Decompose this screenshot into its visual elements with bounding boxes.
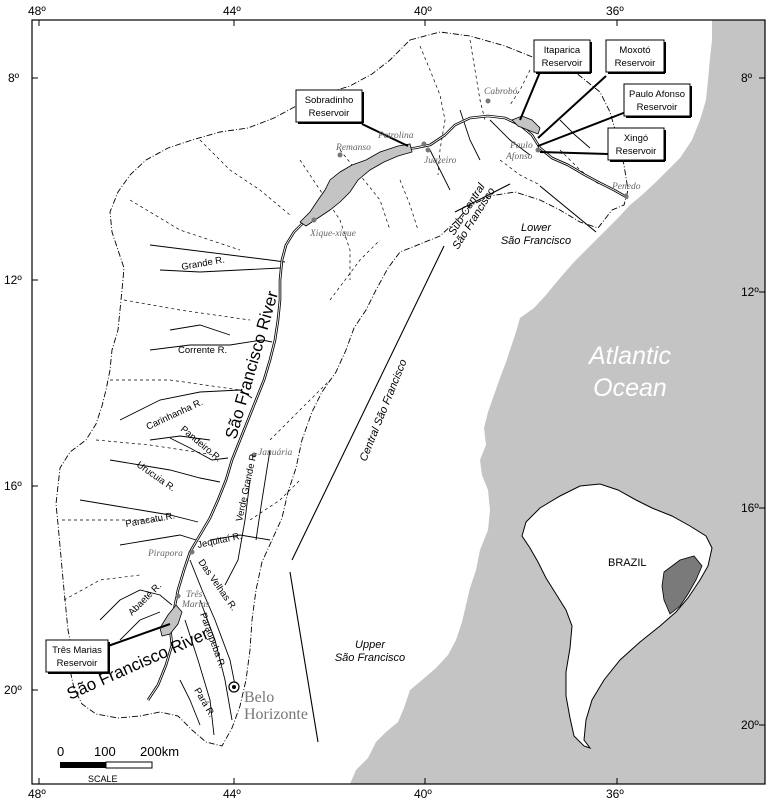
coastal-island [506, 316, 518, 330]
belo-horizonte-marker-dot [232, 685, 236, 689]
inset-continent [521, 483, 713, 749]
tick-left-16: 16º [4, 479, 22, 493]
region-upper-2: São Francisco [335, 652, 405, 664]
moxoto-label-1: Moxotó [619, 45, 650, 56]
tick-top-48: 48º [28, 4, 46, 18]
sobradinho-reservoir-area [299, 143, 413, 227]
city-pirapora: Pirapora [147, 549, 183, 559]
city-paulo-afonso-2: Afonso [505, 151, 533, 162]
city-xique-xique: Xique-xique [309, 229, 356, 239]
moxoto-label-2: Reservoir [615, 58, 656, 69]
moxoto-reservoir-box: Moxotó Reservoir [605, 39, 666, 74]
tick-top-36: 36º [606, 4, 624, 18]
sobradinho-label-1: Sobradinho [305, 95, 354, 106]
tick-right-20: 20º [741, 718, 759, 732]
ocean-label-2: Ocean [593, 374, 667, 402]
basin-boundary [55, 31, 629, 747]
xingo-label-1: Xingó [624, 133, 648, 144]
tick-bottom-44: 44º [223, 787, 241, 801]
city-cabrobo: Cabrobó [484, 87, 518, 97]
tick-left-12: 12º [4, 273, 22, 287]
city-penedo: Penedo [611, 182, 641, 192]
tick-top-44: 44º [223, 4, 241, 18]
sub-basin-boundaries [62, 39, 601, 601]
scale-mark-200: 200km [140, 744, 179, 759]
city-juazeiro: Juazeiro [424, 156, 457, 166]
tick-right-12: 12º [741, 285, 759, 299]
city-petrolina: Petrolina [377, 131, 414, 141]
paulo-afonso-label-1: Paulo Afonso [629, 89, 685, 100]
city-tres-marias-2: Marias [181, 600, 210, 610]
inset-brazil-label: BRAZIL [608, 557, 647, 569]
tick-bottom-36: 36º [606, 787, 624, 801]
region-lower-2: São Francisco [501, 235, 571, 247]
region-dividers [289, 183, 597, 743]
scale-label: SCALE [88, 774, 118, 784]
city-belo-horizonte-1: Belo [244, 689, 274, 706]
region-central: Central São Francisco [358, 358, 410, 463]
city-dots [175, 98, 629, 599]
tributaries [79, 109, 591, 736]
tick-right-8: 8º [741, 71, 753, 85]
city-tres-marias-1: Três [186, 590, 203, 600]
ocean-label-1: Atlantic [587, 342, 671, 370]
tres-marias-label-2: Reservoir [57, 658, 98, 669]
itaparica-reservoir-box: Itaparica Reservoir [533, 39, 592, 74]
scale-mark-0: 0 [57, 744, 64, 759]
paulo-afonso-label-2: Reservoir [637, 102, 678, 113]
tres-marias-reservoir-area [159, 604, 183, 637]
tick-top-40: 40º [414, 4, 432, 18]
tres-marias-reservoir-box: Três Marias Reservoir [45, 639, 110, 674]
xingo-label-2: Reservoir [616, 146, 657, 157]
city-januaria: Januária [258, 448, 293, 458]
itaparica-label-2: Reservoir [542, 58, 583, 69]
frame-ticks [32, 20, 765, 784]
region-lower-1: Lower [521, 222, 552, 234]
scale-bar: 0 100 200km SCALE [57, 744, 179, 784]
city-paulo-afonso-1: Paulo [509, 141, 533, 151]
region-upper-1: Upper [355, 639, 386, 651]
city-remanso: Remanso [335, 143, 371, 153]
scale-mark-100: 100 [94, 744, 116, 759]
sobradinho-reservoir-box: Sobradinho Reservoir [295, 89, 364, 124]
tick-right-16: 16º [741, 501, 759, 515]
sobradinho-label-2: Reservoir [309, 108, 350, 119]
xingo-reservoir-box: Xingó Reservoir [607, 127, 666, 162]
map-frame [31, 19, 766, 785]
city-belo-horizonte-2: Horizonte [244, 706, 308, 723]
tick-left-20: 20º [4, 683, 22, 697]
itaparica-label-1: Itaparica [544, 45, 581, 56]
tick-bottom-40: 40º [414, 787, 432, 801]
inset-south-america: BRAZIL [521, 483, 713, 749]
tick-bottom-48: 48º [28, 787, 46, 801]
inset-basin-highlight [661, 555, 703, 615]
tres-marias-label-1: Três Marias [52, 645, 102, 656]
river-corrente: Corrente R. [178, 345, 227, 356]
callout-lines [107, 71, 627, 647]
tick-left-8: 8º [8, 71, 20, 85]
paulo-afonso-reservoir-box: Paulo Afonso Reservoir [623, 83, 692, 118]
itaparica-reservoir-area [511, 115, 541, 135]
